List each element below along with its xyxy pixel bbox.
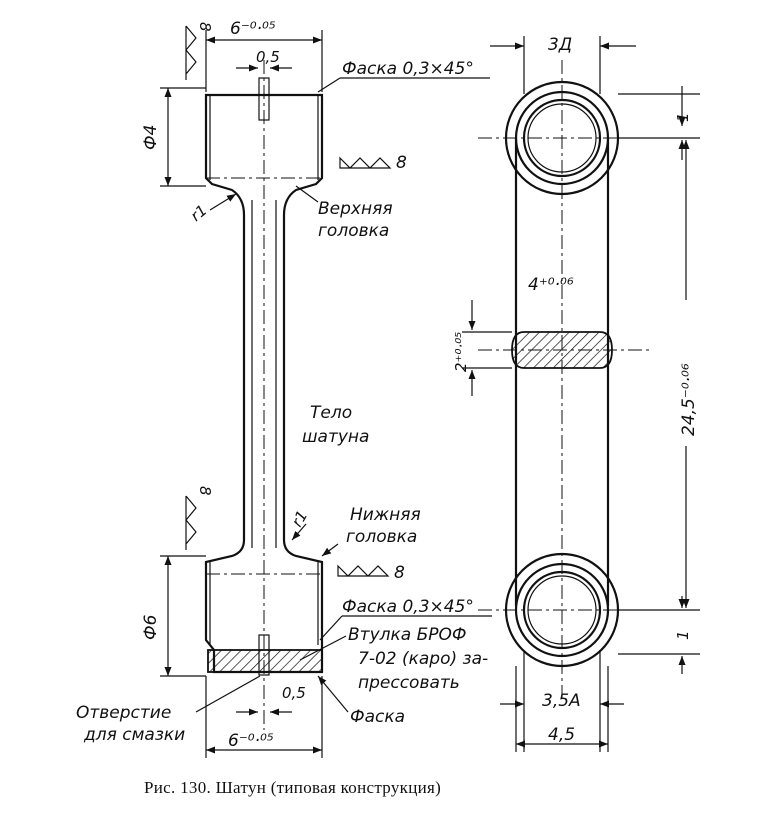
bushing-label-2: 7-02 (каро) за- (358, 649, 488, 669)
side-dim-top: 1 (674, 112, 692, 122)
rod-width-dim: 4⁺⁰·⁰⁶ (528, 275, 574, 295)
diam-top: Ф4 (141, 125, 161, 150)
diam-bottom: Ф6 (141, 614, 161, 640)
rod-thickness-dim: 2⁺⁰·⁰⁵ (452, 332, 470, 372)
left-side-view: 8 8 8 8 6⁻⁰·⁰⁵ 0,5 Фаска 0,3×45° Ф4 (76, 19, 492, 758)
svg-text:8: 8 (396, 153, 407, 173)
lower-head-label-1: Нижняя (350, 505, 421, 525)
oil-hole-top (258, 77, 270, 121)
lower-head-label-2: головка (346, 527, 417, 547)
figure-caption: Рис. 130. Шатун (типовая конструкция) (144, 778, 441, 797)
bushing-label-3: прессовать (358, 673, 460, 693)
width-dim-top: 6⁻⁰·⁰⁵ (230, 19, 276, 39)
top-bore-dim: 3Д (548, 35, 572, 55)
svg-text:8: 8 (196, 486, 214, 496)
oil-hole-bottom (258, 634, 270, 676)
bottom-bore-dim: 3,5А (542, 691, 581, 711)
overall-width-dim: 4,5 (548, 725, 575, 745)
oil-hole-label-2: для смазки (83, 725, 185, 745)
bushing-label-1: Втулка БРОФ (348, 625, 467, 645)
chamfer-label-bottom: Фаска 0,3×45° (342, 597, 474, 617)
width-dim-bottom: 6⁻⁰·⁰⁵ (228, 731, 274, 751)
body-label-2: шатуна (302, 427, 369, 447)
radius-bottom: r1 (288, 507, 311, 530)
radius-top: r1 (187, 201, 211, 225)
oil-hole-label-1: Отверстие (76, 703, 171, 723)
oil-hole-dim-top: 0,5 (256, 48, 280, 66)
right-front-view: 3Д 1 4⁺⁰·⁰⁶ 2⁺⁰·⁰⁵ 24,5⁻⁰·⁰⁶ 1 3,5А (452, 35, 700, 752)
svg-text:8: 8 (394, 563, 405, 583)
finish-symbol-lower-left: 8 (185, 486, 214, 550)
upper-head-label-2: головка (318, 221, 389, 241)
svg-text:8: 8 (196, 22, 214, 32)
finish-symbol-top: 8 (185, 22, 214, 80)
bushing-hatch (207, 649, 323, 673)
finish-symbol-lower-right: 8 (337, 563, 405, 583)
oil-hole-dim-bottom: 0,5 (282, 684, 306, 702)
chamfer-plain-label: Фаска (350, 707, 405, 727)
chamfer-label-top: Фаска 0,3×45° (342, 59, 474, 79)
upper-head-label-1: Верхняя (318, 199, 393, 219)
rod-cross-section (511, 331, 613, 369)
center-distance-dim: 24,5⁻⁰·⁰⁶ (679, 363, 699, 436)
finish-symbol-mid: 8 (339, 153, 407, 173)
body-label-1: Тело (310, 403, 352, 423)
side-dim-bottom: 1 (674, 630, 692, 640)
